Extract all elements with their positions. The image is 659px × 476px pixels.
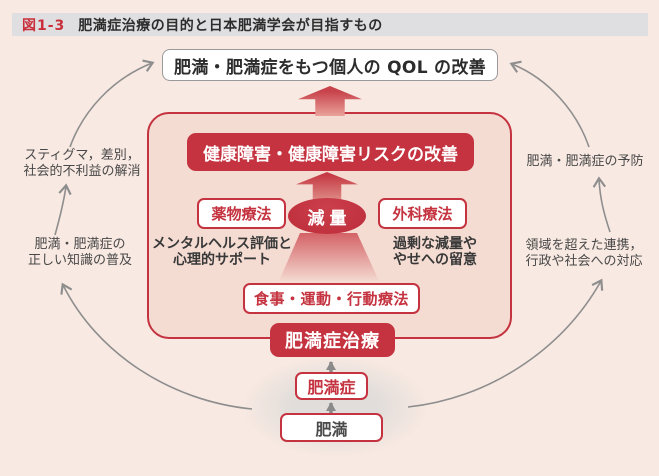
mental-support-line1: メンタルヘルス評価と	[152, 236, 292, 252]
weight-reduction-ellipse: 減量	[288, 198, 366, 234]
side-note-prevention: 肥満・肥満症の予防	[526, 154, 644, 169]
caution-line2: やせへの留意	[393, 252, 477, 268]
figure-titlebar: 図1-3 肥満症治療の目的と日本肥満学会が目指すもの	[12, 13, 648, 36]
obesity-box: 肥満	[280, 413, 383, 442]
collaboration-line2: 行政や社会への対応	[525, 254, 643, 269]
pharmacotherapy-box: 薬物療法	[197, 198, 286, 229]
mental-support-note: メンタルヘルス評価と 心理的サポート	[150, 236, 294, 268]
side-note-collaboration: 領域を超えた連携， 行政や社会への対応	[510, 238, 658, 270]
side-note-knowledge: 肥満・肥満症の 正しい知識の普及	[5, 237, 155, 269]
surgical-therapy-box: 外科療法	[378, 198, 467, 229]
stigma-line1: スティグマ，差別，	[24, 148, 140, 163]
collaboration-line1: 領域を超えた連携，	[525, 238, 643, 253]
side-note-stigma: スティグマ，差別， 社会的不利益の解消	[6, 148, 158, 180]
lifestyle-therapy-box: 食事・運動・行動療法	[243, 283, 420, 314]
obesity-disease-treatment-box: 肥満症治療	[270, 323, 395, 357]
knowledge-line2: 正しい知識の普及	[27, 253, 132, 268]
mental-support-line2: 心理的サポート	[173, 252, 271, 268]
figure-title: 肥満症治療の目的と日本肥満学会が目指すもの	[78, 17, 383, 34]
curve-arrow-top-left	[69, 59, 155, 148]
risk-improvement-box: 健康障害・健康障害リスクの改善	[187, 133, 474, 171]
knowledge-line1: 肥満・肥満症の	[34, 237, 126, 252]
stigma-line2: 社会的不利益の解消	[23, 164, 141, 179]
curve-arrow-top-right	[509, 60, 590, 148]
weight-loss-caution-note: 過剰な減量や やせへの留意	[385, 236, 485, 268]
figure-number-label: 図1-3	[22, 17, 66, 34]
arrow-right-middle	[592, 176, 611, 233]
arrow-left-middle	[54, 183, 72, 236]
qol-goal-box: 肥満・肥満症をもつ個人の QOL の改善	[162, 49, 498, 81]
caution-line1: 過剰な減量や	[393, 236, 477, 252]
obesity-disease-box: 肥満症	[295, 372, 368, 400]
